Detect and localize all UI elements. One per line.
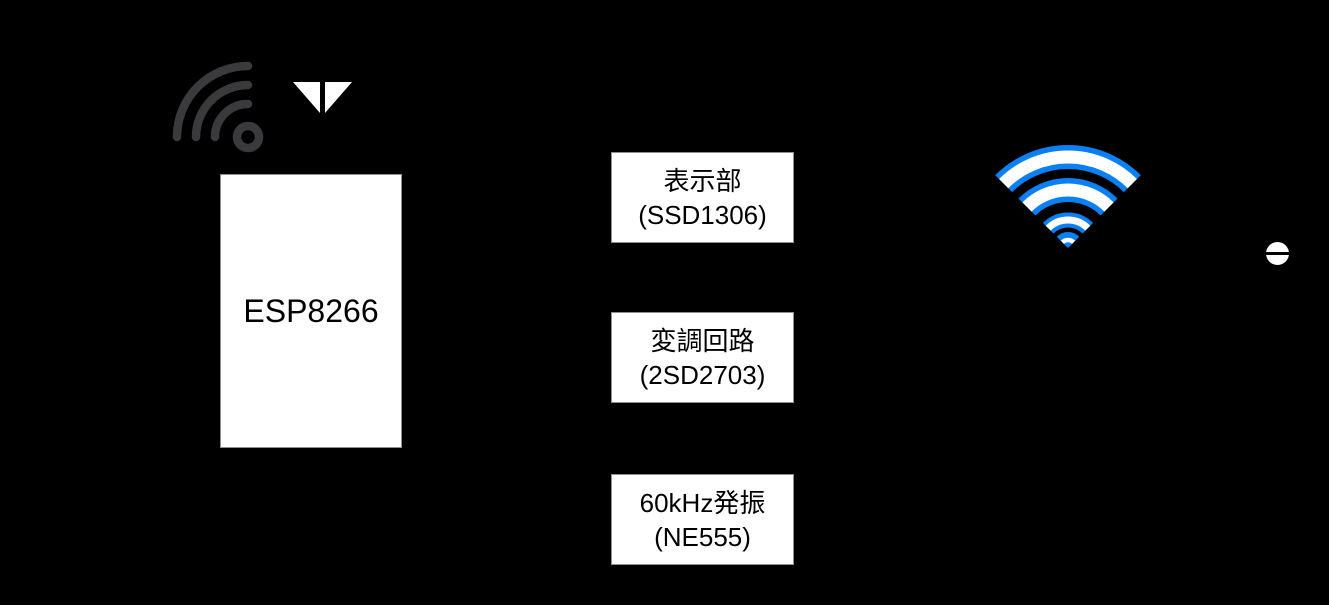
clock-hand (1266, 252, 1289, 255)
clock-face-icon (1266, 242, 1289, 265)
display-block-name: 表示部 (663, 165, 742, 196)
wifi-gray-icon (172, 61, 264, 153)
display-block: 表示部 (SSD1306) (611, 152, 794, 243)
modulation-block-part: (2SD2703) (639, 359, 766, 390)
antenna-icon (293, 82, 352, 113)
oscillator-block-part: (NE555) (654, 521, 751, 552)
oscillator-block: 60kHz発振 (NE555) (611, 474, 794, 565)
esp8266-block: ESP8266 (220, 174, 402, 448)
oscillator-block-name: 60kHz発振 (639, 487, 766, 518)
esp8266-label: ESP8266 (243, 292, 379, 329)
display-block-part: (SSD1306) (638, 199, 767, 230)
modulation-block-name: 変調回路 (650, 325, 755, 356)
modulation-block: 変調回路 (2SD2703) (611, 312, 794, 403)
wifi-blue-icon (995, 145, 1141, 248)
